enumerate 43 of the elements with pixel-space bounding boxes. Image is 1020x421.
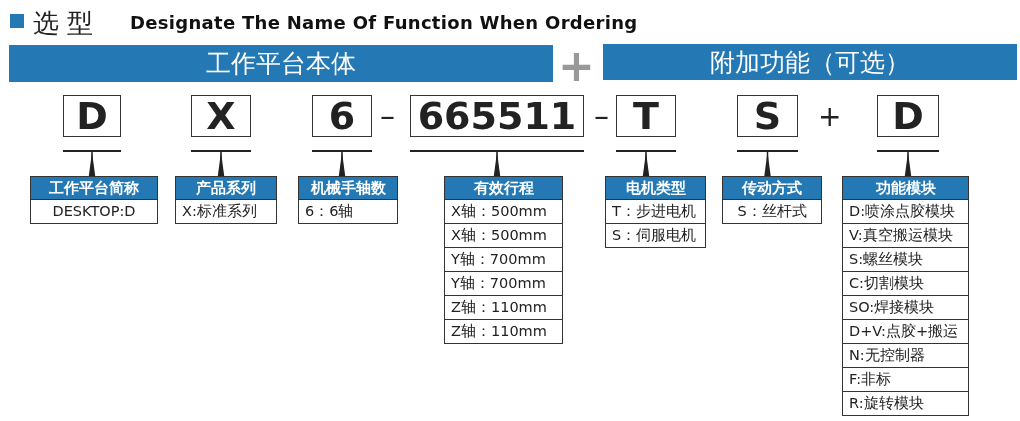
header-cell: 功能模块	[843, 177, 968, 200]
option-table	[722, 176, 822, 224]
table-cell-text: S：丝杆式	[736, 202, 808, 221]
table-cell: R:旋转模块	[843, 391, 968, 415]
option-table	[298, 176, 398, 224]
title-band: 附加功能（可选）	[603, 44, 1017, 80]
table-cell-text: D:喷涂点胶模块	[848, 202, 957, 221]
table-cell: S：伺服电机	[606, 223, 705, 247]
table-cell-text: DESKTOP:D	[51, 202, 137, 221]
table-cell: V:真空搬运模块	[843, 223, 968, 247]
header-cell: 传动方式	[723, 177, 821, 200]
table-cell: D+V:点胶+搬运	[843, 319, 968, 343]
option-table	[444, 176, 563, 344]
table-cell-text: X轴：500mm	[450, 202, 548, 221]
table-cell: Y轴：700mm	[445, 271, 562, 295]
dash: –	[380, 98, 395, 133]
title: 选 型	[33, 7, 94, 40]
table-cell: X轴：500mm	[445, 223, 562, 247]
table-cell: C:切割模块	[843, 271, 968, 295]
table-cell-text: 6：6轴	[304, 202, 355, 221]
header-cell: 有效行程	[445, 177, 562, 200]
title-band: 工作平台本体	[9, 45, 553, 82]
table-cell: N:无控制器	[843, 343, 968, 367]
table-cell: Z轴：110mm	[445, 295, 562, 319]
header-cell: 机械手轴数	[299, 177, 397, 200]
header-cell: 电机类型	[606, 177, 705, 200]
table-cell-text: T：步进电机	[611, 202, 697, 221]
table-cell: SO:焊接模块	[843, 295, 968, 319]
header-cell: 工作平台简称	[31, 177, 157, 200]
table-cell: Z轴：110mm	[445, 319, 562, 343]
dash: –	[594, 98, 609, 133]
table-cell: F:非标	[843, 367, 968, 391]
table-cell-text: X:标准系列	[181, 202, 258, 221]
header-cell: 产品系列	[176, 177, 276, 200]
option-table	[605, 176, 706, 248]
table-cell: Y轴：700mm	[445, 247, 562, 271]
table-cell: S:螺丝模块	[843, 247, 968, 271]
plus-sign: +	[818, 100, 842, 133]
plus-sign: +	[558, 40, 595, 91]
heading: Designate The Name Of Function When Ordering	[130, 12, 638, 33]
option-table	[30, 176, 158, 224]
option-table	[175, 176, 277, 224]
option-table	[842, 176, 969, 416]
